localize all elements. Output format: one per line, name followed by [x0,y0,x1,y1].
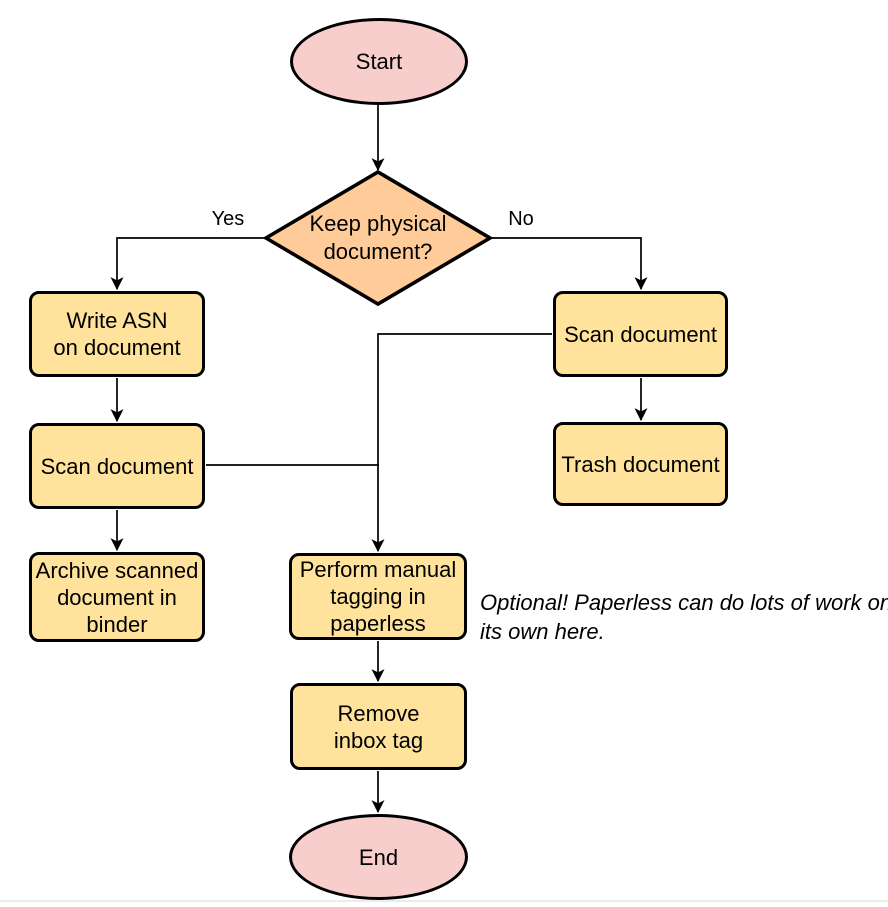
start-node: Start [290,18,468,105]
trash-document-node: Trash document [553,422,728,506]
optional-annotation: Optional! Paperless can do lots of work … [480,588,888,646]
archive-label-line3: binder [86,611,148,637]
edge-decision-no-to-scan [490,237,648,291]
edge-decision-yes-to-write-asn [110,237,266,291]
edge-label-yes: Yes [198,208,258,231]
remove-inbox-label-line2: inbox tag [333,727,424,753]
write-asn-label-line1: Write ASN [66,308,168,333]
write-asn-label-line2: on document [53,335,181,360]
scan-document-keep-node: Scan document [29,423,205,509]
archive-document-node: Archive scanned document in binder [29,552,205,642]
decision-label-line2: document? [323,239,433,264]
end-label: End [358,844,399,870]
start-label: Start [355,49,403,74]
trash-document-label: Trash document [561,451,720,477]
decision-diamond-shape [262,169,494,307]
decision-label-line1: Keep physical [309,211,447,236]
annotation-line1: Optional! Paperless can do lots of work … [480,590,888,615]
scan-document-trash-label: Scan document [564,321,717,347]
edge-scan-trash-to-tagging [371,333,552,553]
scan-document-trash-node: Scan document [553,291,728,377]
write-asn-node: Write ASN on document [29,291,205,377]
tagging-label-line1: Perform manual [299,557,457,582]
end-node: End [289,814,468,900]
remove-inbox-tag-node: Remove inbox tag [290,683,467,770]
annotation-line2: its own here. [480,619,605,644]
manual-tagging-node: Perform manual tagging in paperless [289,553,467,640]
scan-document-keep-label: Scan document [40,453,194,479]
remove-inbox-label-line1: Remove [337,700,420,726]
archive-label-line2: document in [57,584,177,610]
archive-label-line1: Archive scanned [35,557,199,583]
footer-divider [0,900,888,902]
tagging-label-line3: paperless [330,611,426,636]
edge-label-no: No [494,208,548,231]
tagging-label-line2: tagging in [330,584,426,609]
decision-node-label: Keep physical document? [266,172,490,304]
